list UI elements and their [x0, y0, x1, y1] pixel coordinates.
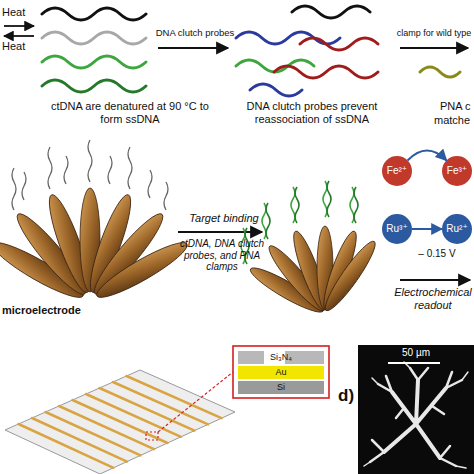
layer-band: Si: [238, 381, 324, 394]
potential-label: – 0.15 V: [404, 248, 470, 260]
target-binding-arrow: [178, 231, 262, 233]
scale-bar: [388, 362, 440, 364]
clutch-probe-strands: [274, 66, 378, 78]
node-text: Ru²⁺: [446, 224, 467, 234]
redox-arrow: [412, 228, 442, 230]
zoom-callout: [146, 346, 329, 440]
probe-squiggles: [108, 156, 112, 184]
clutch-probe-strands: [250, 84, 302, 96]
layer-band: Si₃N₄: [238, 351, 324, 364]
redox-circle: Fe²⁺: [382, 156, 412, 186]
electrode-leads: [100, 388, 195, 431]
chip-substrate: [5, 370, 235, 474]
step-caption: ctDNA are denatured at 90 °C to form ssD…: [40, 100, 220, 125]
electrode-leads: [46, 412, 141, 455]
step-label: clamp for wild type: [394, 28, 474, 38]
probe-squiggles: [88, 140, 92, 182]
node-text: Fe²⁺: [387, 166, 407, 176]
probe-squiggles: [64, 156, 68, 184]
probe-squiggles: [148, 170, 152, 198]
layer-band: Au: [238, 366, 324, 379]
node-text: Si: [277, 383, 285, 392]
electrode-leads: [86, 394, 181, 437]
microelectrode-bound: [247, 226, 381, 318]
microelectrode: [0, 188, 192, 305]
electrode-leads: [32, 418, 127, 462]
redox-circle: Ru²⁺: [442, 214, 472, 244]
bound-dna-strands: [354, 187, 358, 223]
node-text: Ru³⁺: [386, 224, 407, 234]
probe-squiggles: [48, 147, 52, 189]
step-arrows: [400, 47, 468, 49]
probe-squiggles: [128, 147, 132, 189]
step-caption: DNA clutch probes prevent reassociation …: [232, 100, 392, 125]
sem-dendrite: [370, 368, 462, 466]
scale-label: 50 µm: [386, 347, 446, 359]
ssdna-strands: [42, 56, 146, 68]
electrode-leads: [19, 376, 222, 468]
step-caption: PNA c: [440, 100, 474, 113]
probe-squiggles: [12, 140, 168, 210]
ssdna-strands: [42, 80, 146, 92]
readout-arrow: [400, 279, 470, 281]
node-text: Fe³⁺: [447, 166, 467, 176]
sem-dendrite: [364, 362, 468, 468]
pna-clamp-strand: [420, 67, 460, 77]
ssdna-strands: [42, 8, 146, 20]
step-arrows: [158, 47, 228, 49]
panel-letter: d): [338, 386, 360, 406]
sem-dendrite: [384, 380, 446, 458]
probe-squiggles: [164, 182, 168, 210]
microelectrode-bound: [320, 237, 381, 315]
heat-arrows: [4, 25, 34, 27]
electrode-leads: [127, 376, 222, 418]
bound-dna-strands: [266, 203, 270, 239]
ssdna-strands: [42, 8, 146, 92]
arrow-label: ctDNA, DNA clutch probes, and PNA clamps: [172, 238, 272, 273]
part-label: microelectrode: [2, 304, 122, 317]
zoom-callout: [158, 372, 233, 432]
redox-arrow: [408, 151, 447, 161]
ssdna-strands: [42, 32, 146, 44]
sem-image: [358, 345, 474, 474]
redox-circle: Fe³⁺: [442, 156, 472, 186]
bound-dna-strands: [327, 181, 331, 217]
clutch-probe-strands: [292, 6, 370, 18]
probe-squiggles: [22, 172, 26, 200]
bound-dna-strands: [295, 187, 299, 223]
node-text: Au: [275, 368, 286, 377]
zoom-callout: [233, 346, 329, 398]
step-arrows: [158, 47, 468, 49]
electrode-leads: [59, 406, 154, 449]
zoom-callout: [146, 432, 158, 440]
step-label: DNA clutch probes: [150, 28, 240, 39]
heat-label: Heat: [2, 40, 42, 53]
probe-squiggles: [12, 168, 16, 210]
sem-dendrite: [364, 362, 468, 468]
arrow-label: Electrochemical readout: [392, 286, 474, 311]
redox-circle: Ru³⁺: [382, 214, 412, 244]
clutch-probe-strands: [300, 38, 378, 50]
step-caption: matche: [434, 114, 474, 127]
heat-arrows: [4, 26, 34, 36]
node-text: Si₃N₄: [270, 353, 292, 362]
electrode-leads: [73, 400, 168, 443]
clutch-probe-strands: [236, 6, 378, 96]
electrode-leads: [19, 424, 114, 468]
heat-arrows: [4, 35, 34, 37]
arrow-label: Target binding: [176, 212, 272, 225]
heat-label: Heat: [2, 6, 42, 19]
microelectrode: [92, 235, 192, 304]
